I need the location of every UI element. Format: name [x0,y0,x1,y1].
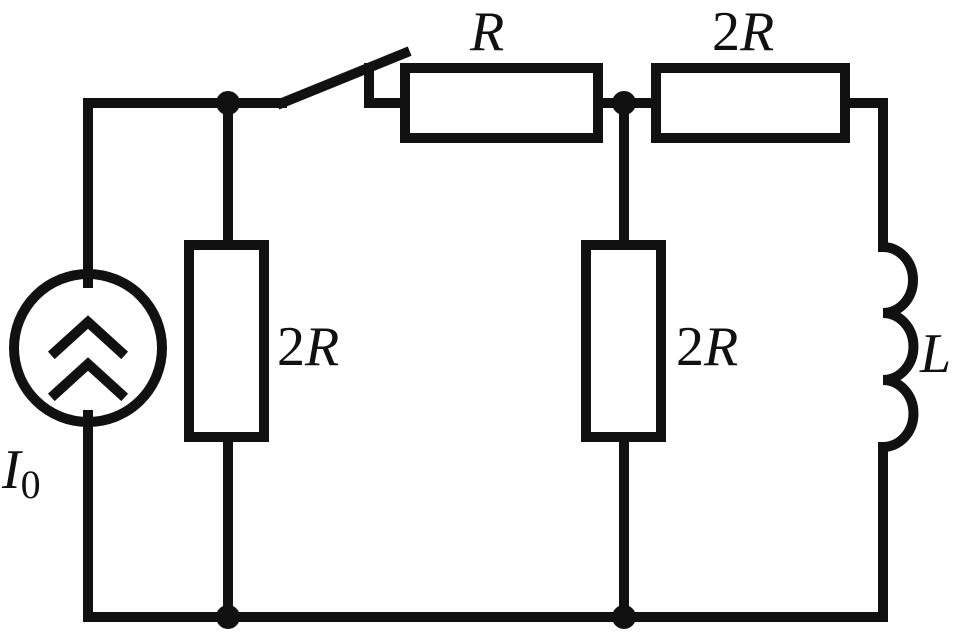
label-resistor-top-right: 2R [712,1,774,63]
resistor-middle-body [581,240,666,442]
wire-right-top [840,98,888,252]
junction-dot [612,91,636,115]
label-resistor-top-left: R [469,1,504,63]
junction-dot [612,605,636,629]
label-resistor-middle: 2R [676,316,738,378]
inductor-coil [878,242,919,452]
switch-blade [275,46,412,110]
junction-dot [216,605,240,629]
wire-switch-contact [364,63,410,108]
current-arrow-lower-icon [47,357,129,402]
label-current-source: I0 [1,439,41,507]
resistor-top-left-body [400,63,603,143]
current-source-circle [9,269,167,427]
junctions [216,91,636,629]
current-arrow-upper-icon [47,315,129,360]
resistor-left-body [184,240,269,442]
junction-dot [216,91,240,115]
label-resistor-left: 2R [277,316,339,378]
resistor-top-right-body [651,63,850,143]
current-source [9,269,167,427]
label-inductor: L [919,323,951,385]
